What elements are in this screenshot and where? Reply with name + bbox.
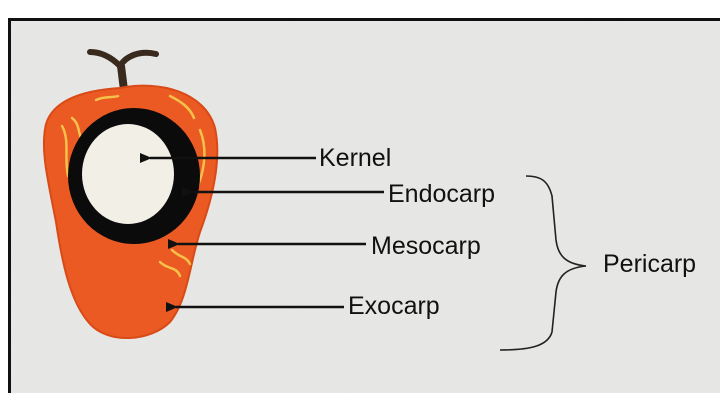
kernel-label: Kernel — [319, 146, 391, 171]
endocarp-label: Endocarp — [388, 182, 495, 207]
mesocarp-label: Mesocarp — [371, 234, 481, 259]
pericarp-label: Pericarp — [603, 252, 696, 277]
exocarp-label: Exocarp — [348, 294, 440, 319]
kernel-shape — [82, 124, 174, 224]
